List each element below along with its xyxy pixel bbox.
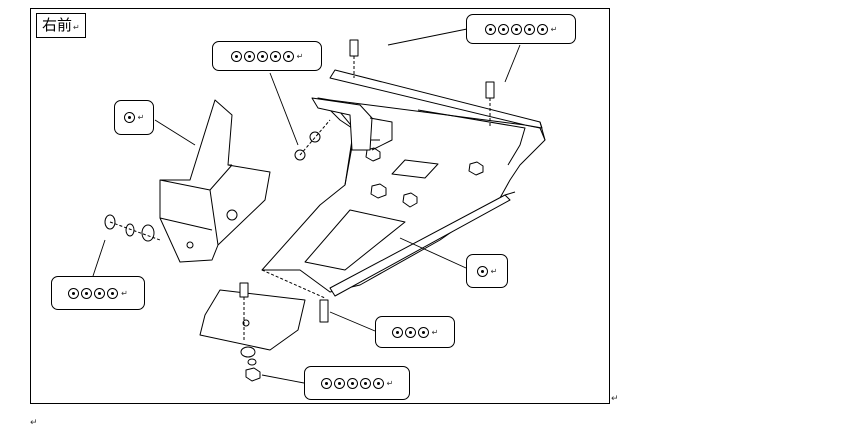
return-mark: ↵ — [296, 51, 304, 61]
washer-stack-left — [104, 214, 161, 242]
callout-marker — [243, 50, 255, 62]
callout-7: ↵ — [304, 366, 410, 400]
skid-plate — [261, 69, 546, 297]
callout-marker — [320, 377, 332, 389]
hex-bolt-heads — [365, 147, 484, 208]
return-mark: ↵ — [137, 113, 145, 122]
return-mark: ↵ — [121, 288, 128, 298]
callout-marker — [269, 50, 281, 62]
callout-5: ↵ — [466, 254, 508, 288]
callout-marker — [230, 50, 242, 62]
callout-marker — [510, 23, 522, 35]
callout-marker — [476, 265, 488, 277]
callout-marker — [484, 23, 496, 35]
callout-marker — [497, 23, 509, 35]
return-mark: ↵ — [431, 327, 439, 337]
callout-2: ↵ — [212, 41, 322, 71]
callout-marker — [282, 50, 294, 62]
return-mark: ↵ — [490, 266, 498, 276]
callout-marker — [346, 377, 358, 389]
callout-marker — [94, 287, 106, 299]
return-mark: ↵ — [550, 24, 558, 34]
callout-marker — [81, 287, 93, 299]
callout-1: ↵ — [466, 14, 576, 44]
leader-lines — [92, 28, 521, 384]
paragraph-mark: ↵ — [611, 394, 619, 404]
callout-4: ↵ — [51, 276, 145, 310]
rear-screws — [294, 39, 495, 161]
callout-marker — [372, 377, 384, 389]
callout-marker — [417, 326, 429, 338]
front-plate — [199, 289, 306, 351]
left-bracket — [159, 99, 271, 263]
callout-marker — [391, 326, 403, 338]
bolt-stack-front — [239, 269, 329, 382]
callout-marker — [404, 326, 416, 338]
callout-marker — [333, 377, 345, 389]
diagram-frame — [30, 8, 610, 404]
paragraph-mark: ↵ — [30, 418, 38, 428]
callout-6: ↵ — [375, 316, 455, 348]
callout-marker — [256, 50, 268, 62]
callout-marker — [536, 23, 548, 35]
callout-marker — [68, 287, 80, 299]
view-label: 右前↵ — [36, 13, 86, 38]
callout-marker — [107, 287, 119, 299]
callout-marker — [359, 377, 371, 389]
return-mark: ↵ — [386, 378, 394, 388]
callout-3: ↵ — [114, 100, 154, 135]
callout-marker — [123, 112, 135, 123]
callout-marker — [523, 23, 535, 35]
